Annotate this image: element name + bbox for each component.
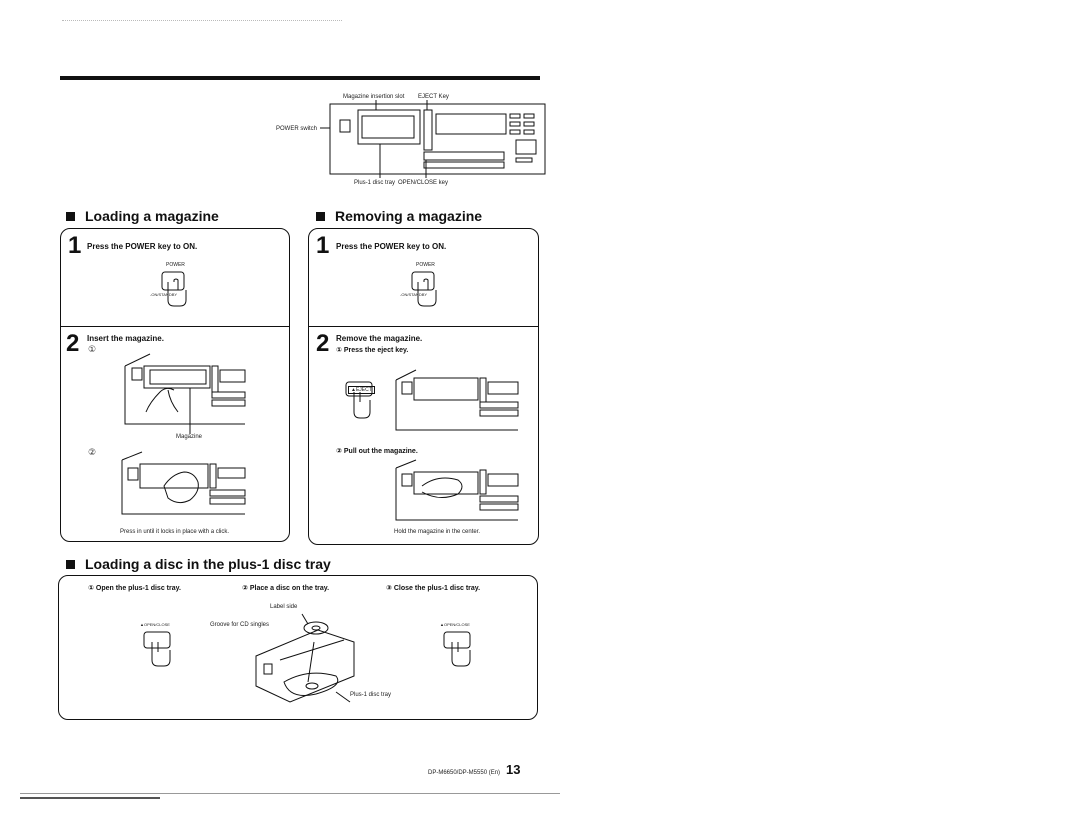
bullet-square-icon — [66, 211, 75, 221]
eject-magazine-illustration — [395, 369, 519, 431]
plus1-step3: ③ Close the plus-1 disc tray. — [386, 585, 481, 592]
power-switch-label: POWER switch — [276, 126, 318, 132]
magazine-slot-label: Magazine insertion slot — [343, 94, 405, 100]
top-rule — [60, 76, 540, 80]
disc-tray-illustration — [255, 613, 355, 703]
power-standby-label: -ON/STANDBY — [400, 292, 428, 297]
removing-step1-number: 1 — [316, 232, 330, 259]
loading-section-title: Loading a magazine — [66, 208, 219, 224]
power-key-label: POWER — [416, 262, 435, 268]
eject-key-illustration: ▲EJECT — [344, 380, 375, 420]
groove-label: Groove for CD singles — [210, 622, 270, 628]
magazine-label: Magazine — [176, 434, 203, 440]
loading-power-key: POWER -ON/STANDBY — [148, 262, 198, 312]
open-key-illustration: ▲OPEN/CLOSE — [140, 622, 180, 672]
page-number: 13 — [506, 762, 521, 777]
plus1-section-title: Loading a disc in the plus-1 disc tray — [66, 556, 331, 572]
power-key-label: POWER — [166, 262, 185, 268]
bottom-rule-thick — [20, 797, 160, 799]
removing-box — [308, 228, 539, 545]
removing-sub1-text: ① Press the eject key. — [336, 347, 409, 354]
loading-caption: Press in until it locks in place with a … — [120, 529, 230, 535]
eject-key-label: ▲EJECT — [348, 386, 375, 394]
power-key-hand-icon — [411, 271, 437, 307]
close-key-illustration: ▲OPEN/CLOSE — [440, 622, 480, 672]
removing-step1-text: Press the POWER key to ON. — [336, 242, 447, 251]
loading-step1-number: 1 — [68, 232, 82, 259]
bullet-square-icon — [316, 211, 325, 221]
loading-title-text: Loading a magazine — [85, 208, 219, 224]
loading-step2-text: Insert the magazine. — [87, 334, 164, 343]
open-close-hand-icon — [443, 631, 471, 667]
removing-step2-number: 2 — [316, 330, 330, 357]
header-dots — [62, 20, 342, 21]
loading-sub2-marker: ② — [88, 447, 97, 457]
plus1-tray-label: Plus-1 disc tray — [354, 180, 396, 186]
push-magazine-illustration — [121, 451, 246, 515]
label-side-label: Label side — [270, 604, 298, 610]
removing-divider — [309, 326, 538, 327]
pull-magazine-illustration — [395, 459, 519, 521]
removing-title-text: Removing a magazine — [335, 208, 483, 224]
model-number: DP-M6650/DP-M5550 (En) — [428, 770, 501, 776]
removing-power-key: POWER -ON/STANDBY — [398, 262, 448, 312]
loading-step1-text: Press the POWER key to ON. — [87, 242, 198, 251]
device-front-panel-diagram — [320, 100, 546, 178]
insert-magazine-illustration — [124, 353, 246, 434]
loading-divider — [61, 326, 289, 327]
power-key-hand-icon — [161, 271, 187, 307]
plus1-tray-caption: Plus-1 disc tray — [350, 692, 392, 698]
open-close-key-label: OPEN/CLOSE key — [398, 180, 449, 186]
bottom-rule — [20, 793, 560, 794]
loading-box — [60, 228, 290, 542]
open-close-key-label: ▲OPEN/CLOSE — [440, 622, 470, 627]
removing-caption: Hold the magazine in the center. — [394, 529, 481, 535]
plus1-title-text: Loading a disc in the plus-1 disc tray — [85, 556, 331, 572]
open-close-key-label: ▲OPEN/CLOSE — [140, 622, 170, 627]
plus1-step2: ② Place a disc on the tray. — [242, 585, 330, 592]
power-standby-label: -ON/STANDBY — [150, 292, 178, 297]
open-close-hand-icon — [143, 631, 171, 667]
removing-sub2-text: ② Pull out the magazine. — [336, 448, 418, 455]
removing-step2-text: Remove the magazine. — [336, 334, 423, 343]
eject-key-label: EJECT Key — [418, 94, 449, 100]
removing-section-title: Removing a magazine — [316, 208, 482, 224]
loading-sub1-marker: ① — [88, 344, 97, 354]
loading-step2-number: 2 — [66, 330, 80, 357]
eject-hand-icon — [345, 381, 373, 419]
bullet-square-icon — [66, 559, 75, 569]
plus1-step1: ① Open the plus-1 disc tray. — [88, 585, 181, 592]
page-footer: DP-M6650/DP-M5550 (En) 13 — [428, 762, 521, 777]
plus1-box — [58, 575, 538, 720]
